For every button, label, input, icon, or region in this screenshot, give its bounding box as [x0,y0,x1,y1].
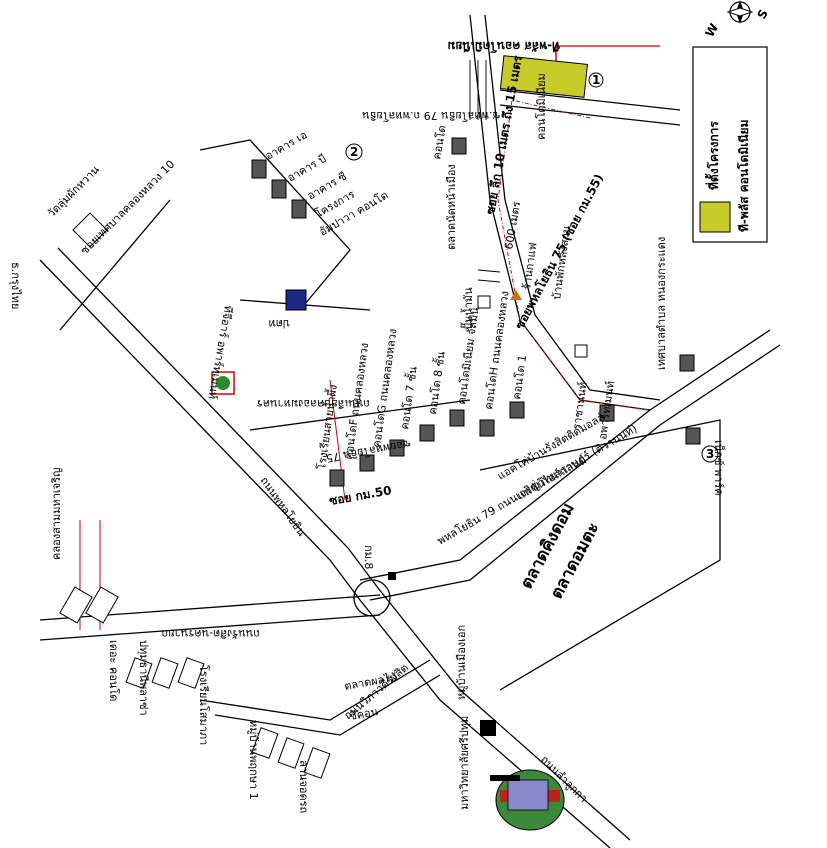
marker-3[interactable] [701,445,719,463]
building-icons [59,137,701,779]
place-condo-1: คอนโด 1 [509,354,529,401]
place-bldg-b: อาคาร บี [285,152,328,185]
place-uni: มหาวิทยาลัยศรีปทุม [458,716,471,810]
place-nextpark: เน็กซ์ พาร์ค [712,440,726,496]
marker-2[interactable] [345,143,363,161]
place-yard: ลานจอดรถ [297,760,310,813]
road-label-soi-50: ซอย กม.50 [328,483,392,508]
project-marker-label: 1 [592,73,600,87]
project-marker[interactable] [588,72,604,88]
place-house: ซีคอน [348,705,379,723]
place-metro: เทศบาลตำบล หนองกระแดง [655,237,668,370]
place-bank: ธ.กรุงไทย [9,262,22,309]
road-label-kanchana: ถนนเลียบคลองมหานคร [257,397,370,410]
project-name-label: ที-พลัส คอนโดมิเนียม [448,39,561,54]
landmark-icons [211,289,588,736]
place-left: คลองสามมหาเจริญ [50,468,63,560]
legend-swatch-label: ที-พลัส คอนโดมิเนียม [736,120,751,233]
place-market-small: ตลาดนัดหน้าเมือง [445,164,458,250]
university-logo-icon [490,769,565,831]
place-condo-8: คอนโด 8 ชั้น [424,350,448,415]
place-school2: โรงเรียนโสมาภา [197,665,211,745]
compass-west: W [702,21,721,39]
place-pttstation: ปตท [269,317,290,330]
compass-icon: W S [702,0,771,40]
place-the-condo: เดอะ คอนโด [107,640,121,701]
place-bldg-a: อาคาร เอ [263,128,309,162]
marker-3-label: 3 [706,447,714,461]
road-label-rangsit-nakhon: ถนนรังสิต-นครนายก [162,627,260,640]
place-condo-7: คอนโด 7 ชั้น [396,365,420,430]
place-condo-top: คอนโดมิเนียม [534,73,548,140]
place-pump: ปั๊มน้ำมัน [460,287,475,330]
compass-south: S [754,7,770,21]
legend-title: ที่ตั้งโครงการ [704,121,721,190]
project-address: ซ.พหลโยธิน 79 ถ.พหลโยธิน [362,109,500,123]
place-condo-g: คอนโดG ถนนคลองหลวง [369,328,400,449]
place-village2: หมู่บ้านพฤกษา 1 [247,720,260,800]
legend: ที่ตั้งโครงการ ที-พลัส คอนโดมิเนียม [692,46,768,243]
distance-600: 600 เมตร [502,200,523,250]
place-village: หมู่บ้านเมืองเอก [455,625,468,700]
marker-2-label: 2 [350,145,358,159]
road-network [39,14,781,848]
legend-swatch [699,201,731,233]
road-label-main: ถนนพหลโยธิน [258,474,310,539]
place-stand: คอนโด [429,124,449,160]
place-pathum: ปทุมธานีพลาซ่า [137,640,150,716]
place-temple: วัดลุ่มผักหวาน [45,163,102,220]
road-label-km: กม.8 [362,545,375,569]
project-parcel[interactable] [499,55,588,98]
